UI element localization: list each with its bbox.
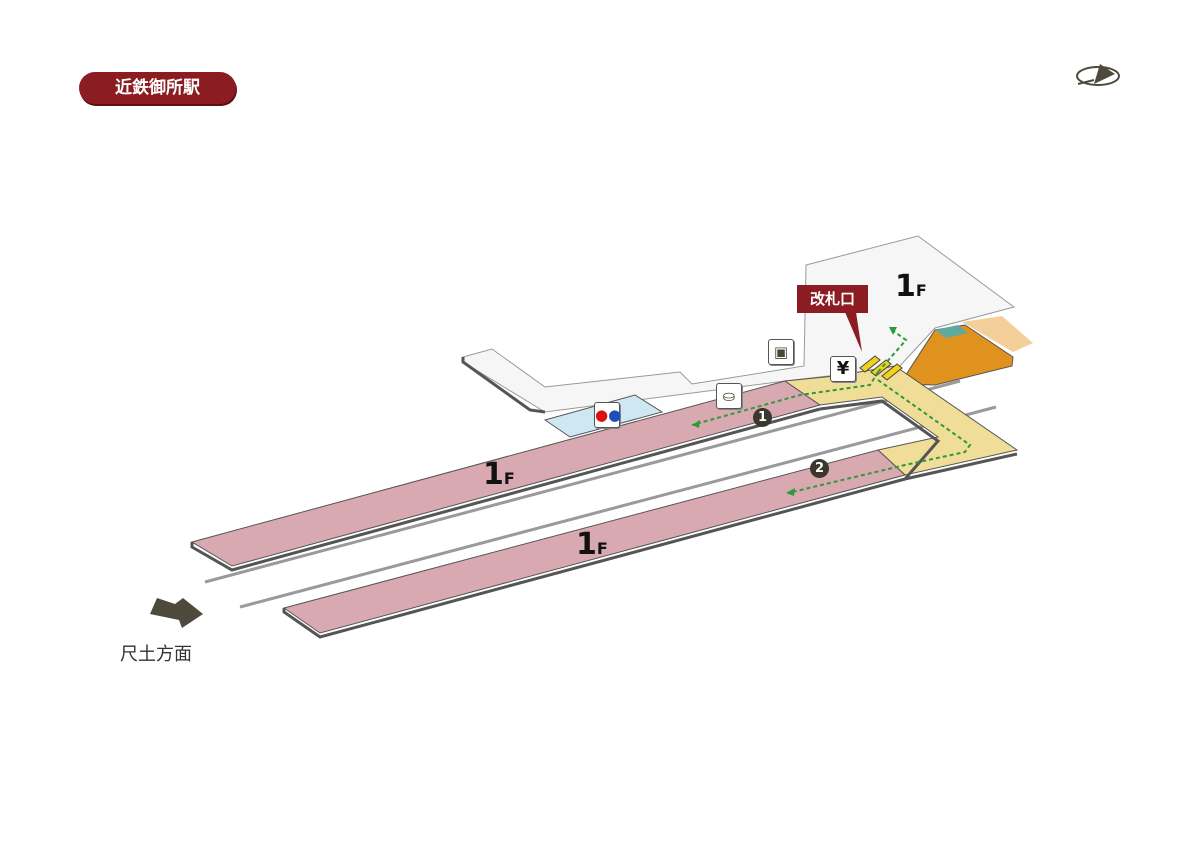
floor-unit: F xyxy=(915,281,927,300)
concourse-edge xyxy=(819,399,1018,482)
coin-locker-icon: ▣ xyxy=(768,339,794,365)
floor-unit: F xyxy=(596,539,608,558)
floor-number: 1 xyxy=(483,457,504,492)
platform-2-edge xyxy=(282,477,906,639)
platform-2 xyxy=(282,449,907,634)
shop-area-light xyxy=(962,316,1033,352)
platform-number-2: 2 xyxy=(810,459,829,478)
track-1 xyxy=(204,379,961,584)
toilet-icon: ●● xyxy=(594,402,621,428)
direction-arrow-icon xyxy=(150,598,203,628)
route-to-platform-1 xyxy=(691,371,879,426)
floor-label-building: 1F xyxy=(895,272,927,302)
route-to-platform-2 xyxy=(787,379,972,494)
north-arrow-icon xyxy=(1076,64,1120,86)
ticket-machine-icon: ¥ xyxy=(830,356,856,382)
route-to-exit xyxy=(877,329,908,373)
shop-area-teal xyxy=(935,325,968,338)
track-2 xyxy=(239,405,997,609)
platform-number-1: 1 xyxy=(753,408,772,427)
platform-1-edge xyxy=(190,407,821,572)
waiting-room-icon: ⛀ xyxy=(716,383,742,409)
floor-label-platform-1: 1F xyxy=(483,460,515,490)
ticket-gates-icon xyxy=(859,355,903,381)
direction-label: 尺土方面 xyxy=(120,644,192,665)
floor-label-platform-2: 1F xyxy=(576,530,608,560)
station-title: 近鉄御所駅 xyxy=(79,72,236,104)
ticket-gate-label: 改札口 xyxy=(797,285,868,313)
gate-label-pointer xyxy=(845,312,862,352)
floor-number: 1 xyxy=(576,527,597,562)
building-edge xyxy=(461,357,546,414)
floor-unit: F xyxy=(503,469,515,488)
floor-number: 1 xyxy=(895,269,916,304)
